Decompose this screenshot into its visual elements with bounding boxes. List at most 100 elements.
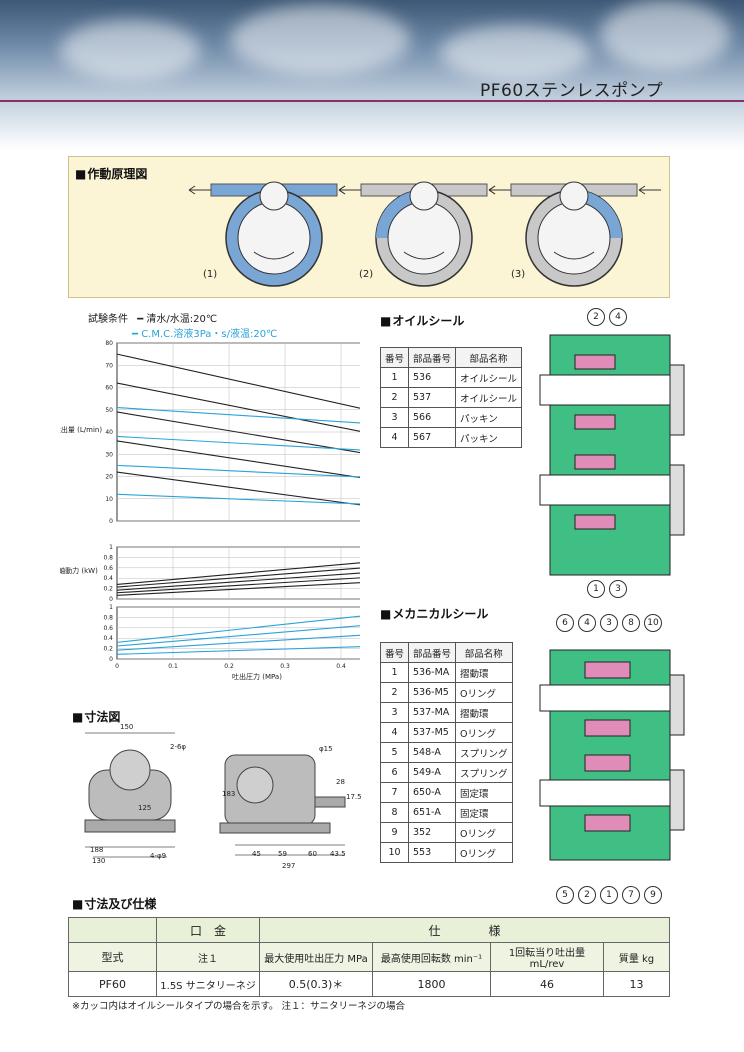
table-cell: 537: [408, 387, 457, 408]
y-tick-label: 10: [105, 496, 113, 503]
y-tick-label: 30: [105, 451, 113, 458]
part-callout: 9: [644, 886, 662, 904]
x-axis-label: 吐出圧力 (MPa): [232, 672, 282, 681]
x-tick-label: 0.1: [168, 663, 178, 670]
mech-seal-section-drawing: [539, 649, 685, 861]
table-cell: 1: [379, 367, 410, 388]
conditions-cmc: C.M.C.溶液3Pa・s/液温:20℃: [141, 329, 278, 340]
oil-seal-heading: オイルシール: [380, 312, 464, 329]
dimension-label: 183: [222, 790, 236, 798]
series-line: [116, 625, 360, 647]
table-cell: スプリング: [455, 742, 513, 763]
dims-heading: 寸法図: [72, 708, 120, 725]
step-label: (1): [203, 269, 218, 280]
table-cell: 548-A: [408, 742, 457, 763]
spec-cell: 46: [490, 971, 604, 997]
table-cell: 549-A: [408, 762, 457, 783]
spec-cell: 13: [603, 971, 670, 997]
dimension-label: φ15: [319, 745, 333, 753]
conditions-water: 清水/水温:20℃: [146, 314, 218, 325]
y-tick-label: 0: [109, 518, 113, 525]
dimension-drawings: [84, 732, 346, 858]
step-label: (2): [359, 269, 374, 280]
dimension-label: 188: [90, 846, 104, 854]
x-tick-label: 0: [115, 663, 119, 670]
y-tick-label: 1: [109, 604, 113, 611]
y-tick-label: 0: [109, 656, 113, 663]
part-callout: 4: [609, 308, 627, 326]
part-callout: 1: [587, 580, 605, 598]
conditions-label: 試験条件: [88, 314, 128, 325]
footnote: ※カッコ内はオイルシールタイプの場合を示す。 注１：サニタリーネジの場合: [72, 1001, 406, 1012]
x-tick-label: 0.3: [280, 663, 290, 670]
table-cell: スプリング: [455, 762, 513, 783]
table-cell: 摺動環: [455, 662, 513, 683]
table-cell: オイルシール: [455, 387, 523, 408]
table-cell: Oリング: [455, 682, 513, 703]
spec-header: 最高使用回転数 min⁻¹: [372, 942, 491, 972]
water-splash: [230, 5, 410, 75]
y-tick-label: 0: [109, 596, 113, 603]
table-cell: パッキン: [455, 427, 523, 448]
series-line: [116, 634, 360, 651]
y-tick-label: 0.8: [103, 554, 113, 561]
y-axis-label: 吐出量 (L/min): [60, 425, 102, 434]
part-callout: 2: [587, 308, 605, 326]
spec-header: 注１: [156, 942, 260, 972]
principle-diagram: [188, 181, 661, 287]
series-line: [116, 464, 360, 478]
spec-table: 口 金 仕 様 型式 注１ 最大使用吐出圧力 MPa 最高使用回転数 min⁻¹…: [68, 917, 670, 997]
y-tick-label: 0.4: [103, 575, 113, 582]
series-line: [116, 615, 360, 643]
y-tick-label: 0.2: [103, 646, 113, 653]
bore-group-header: 口 金: [156, 917, 260, 943]
series-line: [116, 577, 360, 594]
y-tick-label: 1: [109, 544, 113, 551]
spec-cell: PF60: [68, 971, 157, 997]
spec-header: 質量 kg: [603, 942, 670, 972]
y-tick-label: 0.6: [103, 565, 113, 572]
dimension-label: 45: [252, 850, 261, 858]
table-cell: 2: [379, 682, 410, 703]
spec-cell: 1.5S サニタリーネジ: [156, 971, 260, 997]
table-cell: 5: [379, 742, 410, 763]
part-callout: 3: [600, 614, 618, 632]
dimension-label: 17.5: [346, 793, 362, 801]
x-tick-label: 0.2: [224, 663, 234, 670]
series-line: [116, 435, 360, 451]
table-cell: 1: [379, 662, 410, 683]
table-cell: 固定環: [455, 782, 513, 803]
part-callout: 3: [609, 580, 627, 598]
table-header: 部品名称: [455, 642, 513, 663]
table-cell: パッキン: [455, 407, 523, 428]
water-splash: [60, 20, 200, 80]
table-cell: 650-A: [408, 782, 457, 803]
table-cell: 7: [379, 782, 410, 803]
principle-heading: 作動原理図: [75, 165, 147, 182]
page-title: PF60ステンレスポンプ: [480, 81, 664, 101]
part-callout: 7: [622, 886, 640, 904]
dimension-label: 150: [120, 723, 134, 731]
table-cell: 651-A: [408, 802, 457, 823]
table-cell: 3: [379, 407, 410, 428]
dimension-label: 4-φ9: [150, 852, 167, 860]
table-cell: Oリング: [455, 722, 513, 743]
y-tick-label: 0.4: [103, 635, 113, 642]
spec-header: 最大使用吐出圧力 MPa: [259, 942, 373, 972]
table-cell: 8: [379, 802, 410, 823]
y-tick-label: 70: [105, 362, 113, 369]
y-tick-label: 0.6: [103, 625, 113, 632]
table-cell: Oリング: [455, 822, 513, 843]
